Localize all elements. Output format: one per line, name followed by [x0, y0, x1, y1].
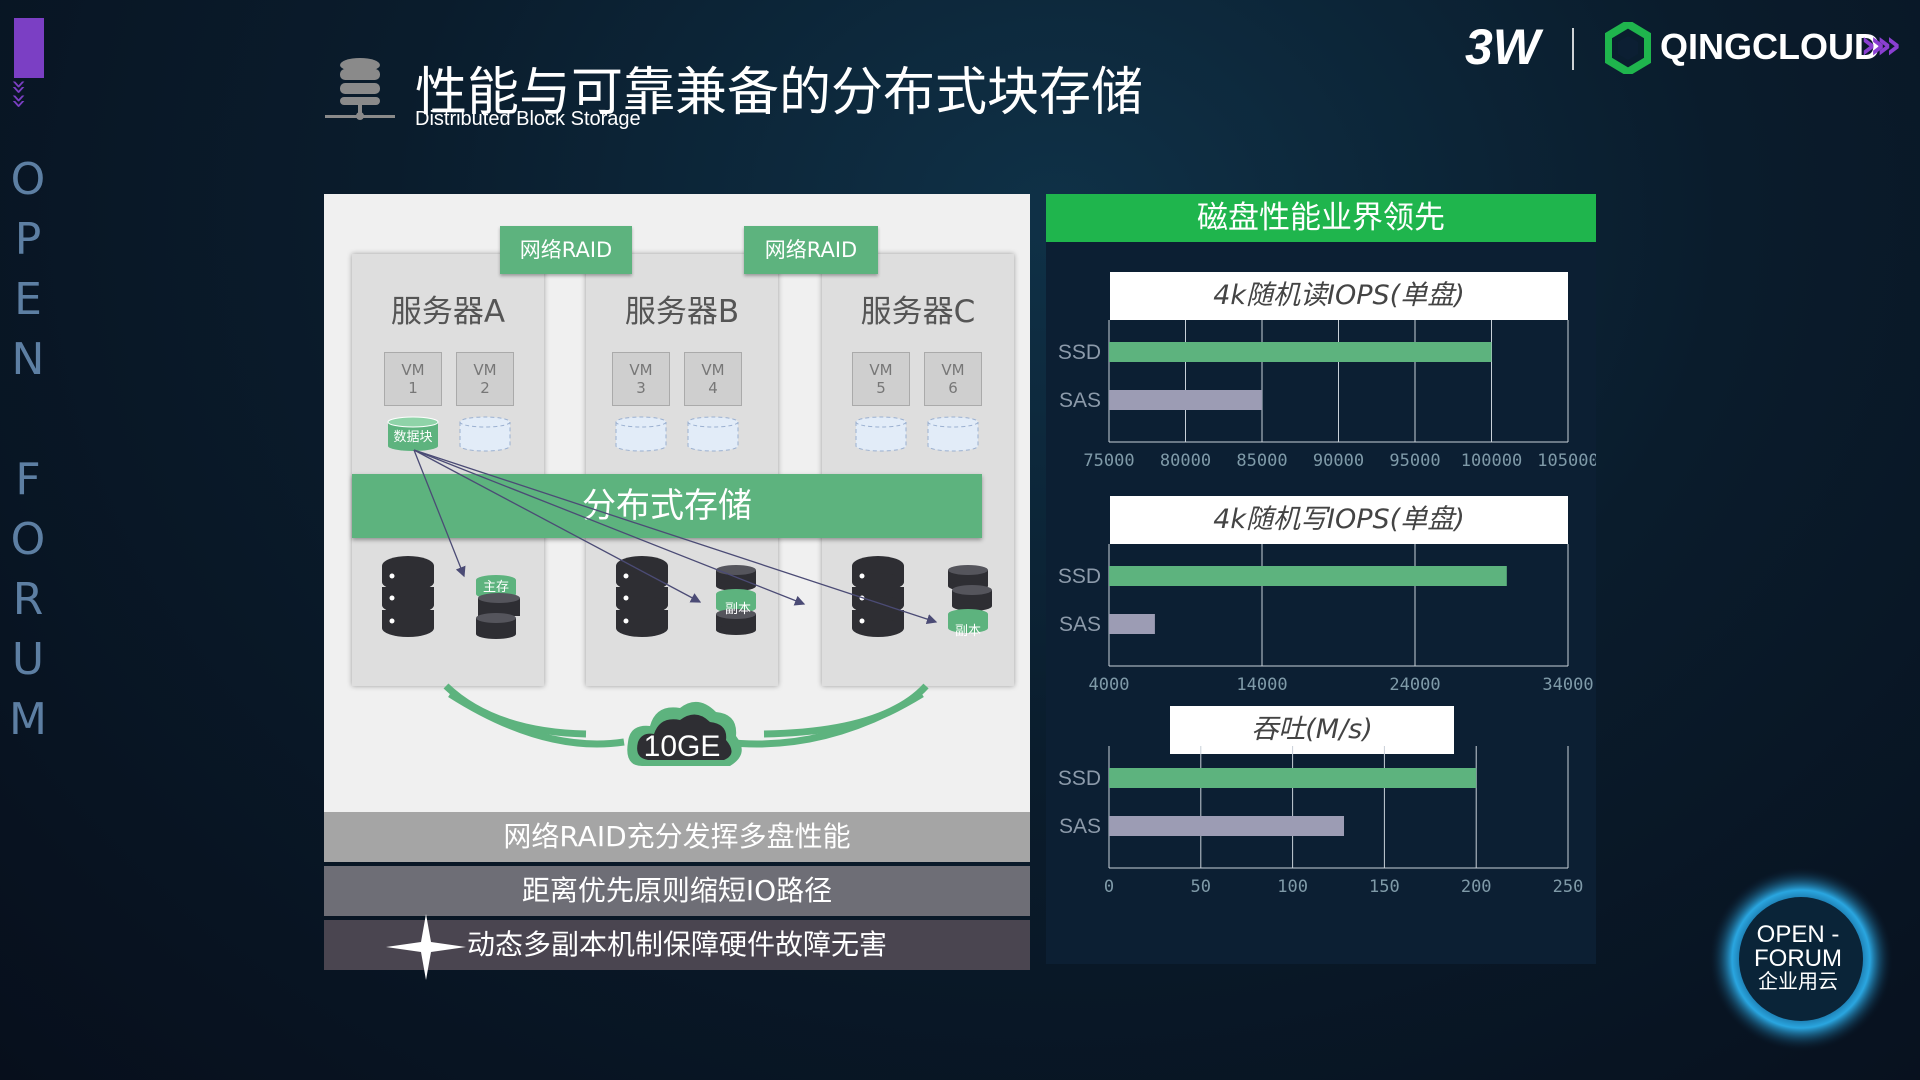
chart-title-throughput: 吞吐(M/s) [1170, 706, 1454, 754]
bar-ssd [1109, 768, 1477, 788]
disk-stack-icon [382, 556, 520, 639]
empty-volume-icon [687, 416, 739, 452]
empty-volume-icon [855, 416, 907, 452]
brand-bar [14, 18, 44, 78]
database-icon [325, 58, 395, 120]
badge-line3: 企业用云 [1758, 969, 1838, 993]
distributed-storage-band: 分布式存储 [352, 474, 982, 538]
page-title: 性能与可靠兼备的分布式块存储 [415, 63, 1144, 123]
disk-stack-icon [852, 556, 992, 637]
replica-label: 副本 [724, 602, 751, 617]
qingcloud-logo-icon [1605, 22, 1651, 74]
bar-sas [1109, 390, 1262, 410]
bar-ssd [1109, 342, 1492, 362]
performance-panel: 磁盘性能业界领先 4k随机读IOPS(单盘) 4k随机写IOPS(单盘) 吞吐(… [1046, 194, 1596, 964]
empty-volume-icon [927, 416, 979, 452]
category-label: SAS [1059, 389, 1101, 412]
badge-line1: OPEN - [1757, 921, 1840, 948]
logo-3w: 3W [1465, 19, 1540, 75]
tick-label: 85000 [1236, 451, 1287, 471]
tick-label: 200 [1461, 877, 1492, 897]
replica-label: 副本 [954, 624, 981, 639]
tick-label: 100000 [1461, 451, 1522, 471]
category-label: SSD [1058, 341, 1101, 364]
bar-ssd [1109, 566, 1507, 586]
server-title: 服务器B [624, 294, 740, 330]
network-raid-tag: 网络RAID [744, 226, 878, 274]
chevron-right-icon: »» [1860, 22, 1902, 68]
tick-label: 14000 [1236, 675, 1287, 695]
logo-divider [1572, 28, 1574, 70]
tick-label: 34000 [1542, 675, 1593, 695]
tick-label: 250 [1553, 877, 1584, 897]
feature-band: 动态多副本机制保障硬件故障无害 [324, 914, 1030, 980]
badge-line2: FORUM [1754, 945, 1842, 972]
logo-qingcloud: QINGCLOUD [1660, 26, 1880, 67]
tick-label: 50 [1191, 877, 1211, 897]
category-label: SAS [1059, 815, 1101, 838]
empty-volume-icon [459, 416, 511, 452]
tick-label: 0 [1104, 877, 1114, 897]
bar-sas [1109, 816, 1345, 836]
open-forum-badge: OPEN - FORUM 企业用云 [1709, 867, 1893, 1051]
tick-label: 150 [1369, 877, 1400, 897]
performance-title: 磁盘性能业界领先 [1046, 194, 1596, 242]
tick-label: 4000 [1089, 675, 1130, 695]
tick-label: 75000 [1083, 451, 1134, 471]
tick-label: 105000 [1537, 451, 1596, 471]
network-10ge-label: 10GE [644, 730, 721, 763]
data-block-icon: 数据块 [387, 416, 439, 451]
cloud-icon [627, 701, 742, 766]
network-raid-tag: 网络RAID [500, 226, 632, 274]
server-title: 服务器A [390, 294, 506, 330]
empty-volume-icon [615, 416, 667, 452]
chart-title-write-iops: 4k随机写IOPS(单盘) [1110, 496, 1568, 544]
chevron-down-icon: » » [3, 79, 34, 109]
side-open-forum-text: O P E N F O R U M [9, 154, 47, 745]
bar-sas [1109, 614, 1155, 634]
category-label: SSD [1058, 767, 1101, 790]
primary-label: 主存 [482, 580, 509, 595]
tick-label: 100 [1277, 877, 1308, 897]
tick-label: 80000 [1160, 451, 1211, 471]
chart-title-read-iops: 4k随机读IOPS(单盘) [1110, 272, 1568, 320]
server-title: 服务器C [860, 294, 976, 330]
tick-label: 95000 [1389, 451, 1440, 471]
feature-band: 网络RAID充分发挥多盘性能 [324, 812, 1030, 862]
category-label: SSD [1058, 565, 1101, 588]
tick-label: 24000 [1389, 675, 1440, 695]
tick-label: 90000 [1313, 451, 1364, 471]
page-subtitle: Distributed Block Storage [415, 108, 641, 130]
data-block-label: 数据块 [393, 430, 432, 445]
category-label: SAS [1059, 613, 1101, 636]
feature-band: 距离优先原则缩短IO路径 [324, 866, 1030, 916]
sparkle-icon [386, 914, 466, 980]
